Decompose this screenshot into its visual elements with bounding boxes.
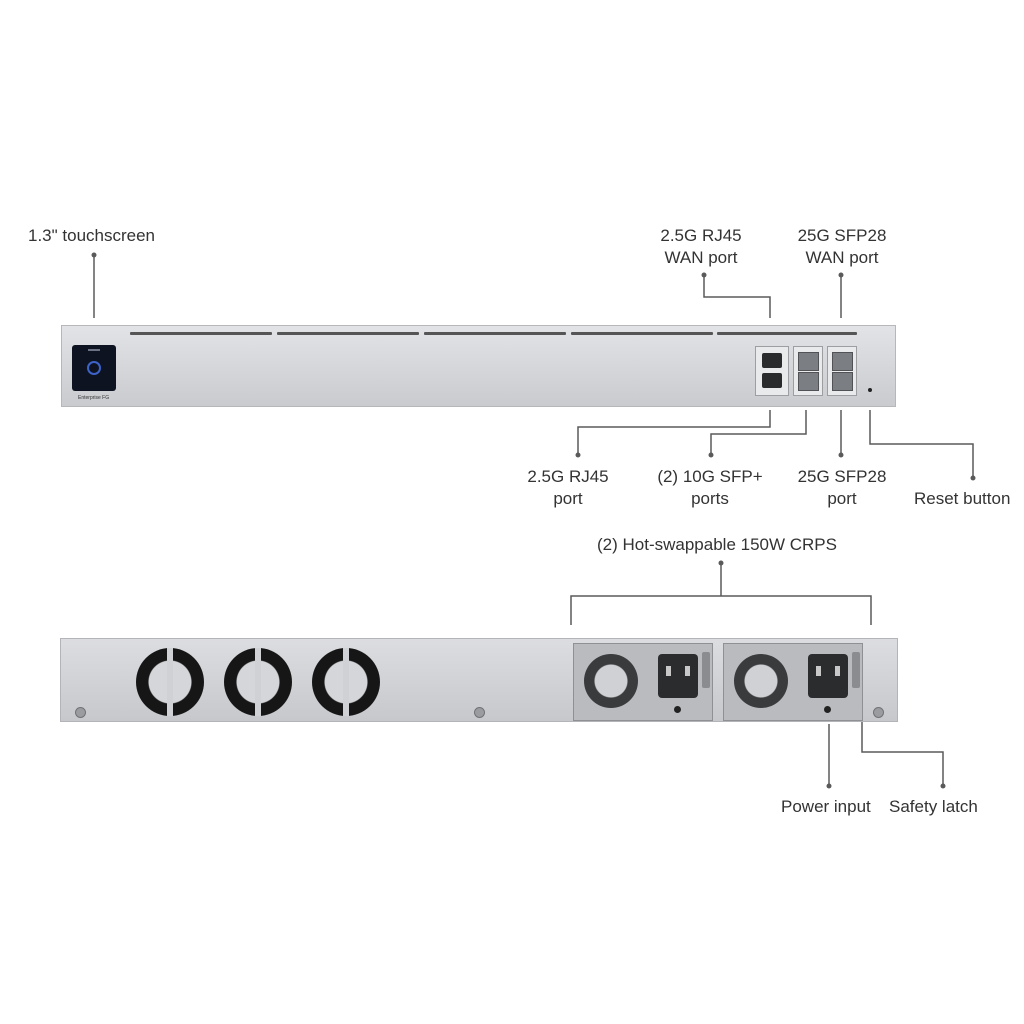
label-safety-latch: Safety latch <box>889 797 978 816</box>
label-rj45-port: 2.5G RJ45 port <box>527 467 609 508</box>
screw-icon <box>474 707 485 718</box>
psu-fan-icon <box>584 654 638 708</box>
safety-latch[interactable] <box>702 652 710 688</box>
reset-button[interactable] <box>868 388 872 392</box>
sfp-plus-port[interactable] <box>798 352 819 371</box>
brand-text: Enterprise FG <box>78 395 110 401</box>
label-crps: (2) Hot-swappable 150W CRPS <box>597 535 837 554</box>
rear-panel <box>60 638 898 722</box>
screen-status-bar <box>88 349 100 351</box>
sfp28-port[interactable] <box>832 372 853 391</box>
screen-ring-icon <box>87 361 101 375</box>
screw-icon <box>873 707 884 718</box>
vent <box>277 332 419 335</box>
label-sfp28-port: 25G SFP28 port <box>797 467 887 508</box>
sfp-plus-port[interactable] <box>798 372 819 391</box>
psu-fan-icon <box>734 654 788 708</box>
power-inlet[interactable] <box>808 654 848 698</box>
label-touchscreen: 1.3" touchscreen <box>28 226 156 245</box>
rj45-wan-port[interactable] <box>762 353 782 368</box>
psu-module[interactable] <box>723 643 863 721</box>
fan-icon <box>136 648 204 716</box>
sfp-plus-port-block <box>793 346 823 396</box>
power-inlet[interactable] <box>658 654 698 698</box>
psu-led <box>824 706 831 713</box>
fan-icon <box>224 648 292 716</box>
vent <box>571 332 713 335</box>
screw-icon <box>75 707 86 718</box>
rj45-port-block <box>755 346 789 396</box>
rj45-lan-port[interactable] <box>762 373 782 388</box>
label-reset-button: Reset button <box>914 489 1011 508</box>
front-panel: Enterprise FG <box>61 325 896 407</box>
label-sfp-plus-ports: (2) 10G SFP+ ports <box>657 467 763 508</box>
psu-module[interactable] <box>573 643 713 721</box>
vent <box>130 332 272 335</box>
touchscreen[interactable] <box>72 345 116 391</box>
label-wan-sfp28: 25G SFP28 WAN port <box>797 226 887 267</box>
vent <box>717 332 857 335</box>
sfp28-wan-port[interactable] <box>832 352 853 371</box>
psu-led <box>674 706 681 713</box>
sfp28-port-block <box>827 346 857 396</box>
safety-latch[interactable] <box>852 652 860 688</box>
vent <box>424 332 566 335</box>
fan-icon <box>312 648 380 716</box>
label-power-input: Power input <box>781 797 871 816</box>
label-wan-rj45: 2.5G RJ45 WAN port <box>660 226 742 267</box>
